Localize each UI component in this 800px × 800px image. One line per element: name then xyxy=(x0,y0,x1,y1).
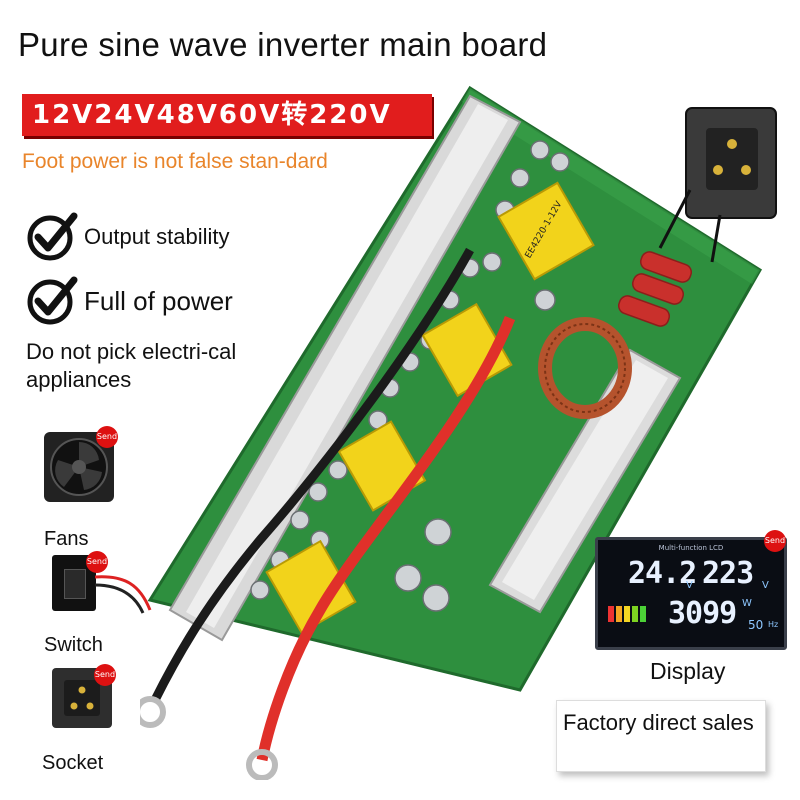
socket-image: Send xyxy=(52,664,116,728)
socket-icon xyxy=(64,680,100,716)
send-badge: Send xyxy=(86,551,108,573)
send-badge: Send xyxy=(764,530,786,552)
accessory-label-switch: Switch xyxy=(44,634,103,656)
lcd-dc-unit: V xyxy=(686,580,693,591)
switch-image: Send xyxy=(52,551,108,611)
voltage-banner: 12V24V48V60V转220V xyxy=(22,94,432,136)
lcd-header: Multi-function LCD xyxy=(658,544,724,552)
feature-label: Full of power xyxy=(84,285,233,316)
feature-output-stability: Output stability xyxy=(26,210,230,264)
appliance-warning: Do not pick electri-cal appliances xyxy=(26,339,237,392)
black-cable-lug xyxy=(140,696,166,728)
feature-full-power: Full of power xyxy=(26,274,233,328)
black-cable xyxy=(150,247,474,703)
send-badge: Send xyxy=(96,426,118,448)
switch-wires xyxy=(95,575,152,614)
lcd-ac-unit: V xyxy=(762,580,769,591)
lcd-power: 3099 xyxy=(668,596,737,631)
lcd-ac-voltage: 223 xyxy=(702,556,754,591)
lcd-display: Multi-function LCD 24.2 V 223 V 3099 W 5… xyxy=(595,537,787,650)
display-label: Display xyxy=(650,658,726,684)
toggle-icon xyxy=(64,569,86,599)
board-socket xyxy=(658,107,777,263)
film-capacitors xyxy=(617,251,693,327)
lcd-frequency-unit: Hz xyxy=(768,620,779,629)
send-badge: Send xyxy=(94,664,116,686)
feature-label: Output stability xyxy=(84,224,230,249)
capacitors xyxy=(250,140,570,612)
battery-level-icon xyxy=(608,606,646,622)
accessory-label-socket: Socket xyxy=(42,752,104,774)
fan-icon xyxy=(50,438,108,496)
fan-image: Send xyxy=(44,426,118,502)
red-cable-lug xyxy=(246,749,278,780)
accessory-label-fans: Fans xyxy=(44,528,89,550)
inverter-board-illustration xyxy=(140,85,777,780)
page-title: Pure sine wave inverter main board xyxy=(18,26,548,63)
check-circle-icon xyxy=(27,276,78,325)
factory-direct-card: Factory direct sales xyxy=(556,700,766,772)
lcd-frequency: 50 xyxy=(748,618,764,632)
red-cable xyxy=(256,315,516,762)
lcd-power-unit: W xyxy=(742,598,752,609)
toroid-coil xyxy=(538,317,632,419)
foot-power-note: Foot power is not false stan-dard xyxy=(22,150,328,173)
lcd-dc-voltage: 24.2 xyxy=(628,556,697,591)
check-circle-icon xyxy=(27,212,78,261)
transformers xyxy=(265,181,595,635)
